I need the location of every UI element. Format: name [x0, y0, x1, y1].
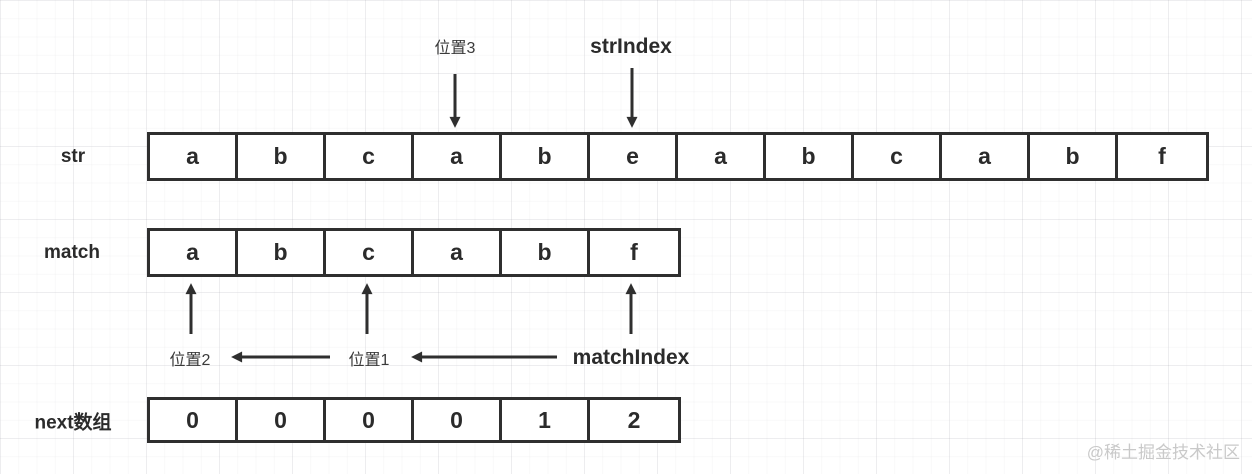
array-cell: e — [590, 135, 678, 178]
array-cell: b — [1030, 135, 1118, 178]
array-cell: b — [502, 135, 590, 178]
array-cell: 0 — [414, 400, 502, 440]
array-cell: a — [942, 135, 1030, 178]
pos3-label: 位置3 — [434, 40, 476, 57]
array-cell: a — [414, 231, 502, 274]
array-cell: f — [1158, 143, 1166, 169]
array-cell: a — [678, 135, 766, 178]
array-cell: b — [766, 135, 854, 178]
match-row-label: match — [44, 242, 100, 263]
strindex-label: strIndex — [590, 35, 672, 58]
array-cell: 2 — [627, 406, 641, 433]
array-cell: b — [238, 231, 326, 274]
array-cell: c — [326, 135, 414, 178]
str-row-label: str — [60, 146, 86, 167]
array-cell: a — [150, 135, 238, 178]
array-cell: 0 — [326, 400, 414, 440]
array-cell: 1 — [502, 400, 590, 440]
pos2-label: 位置2 — [169, 352, 211, 369]
pos1-label: 位置1 — [348, 352, 390, 369]
next-array-row-label: next数组 — [34, 412, 112, 434]
watermark: @稀土掘金技术社区 — [1086, 443, 1240, 462]
array-cell: c — [854, 135, 942, 178]
array-cell: b — [238, 135, 326, 178]
array-cell: a — [414, 135, 502, 178]
array-cell: f — [630, 239, 638, 265]
array-cell: c — [326, 231, 414, 274]
matchindex-label: matchIndex — [572, 346, 690, 369]
array-cell: b — [502, 231, 590, 274]
array-cell: 0 — [238, 400, 326, 440]
array-cell: a — [150, 231, 238, 274]
array-cell: 0 — [150, 400, 238, 440]
